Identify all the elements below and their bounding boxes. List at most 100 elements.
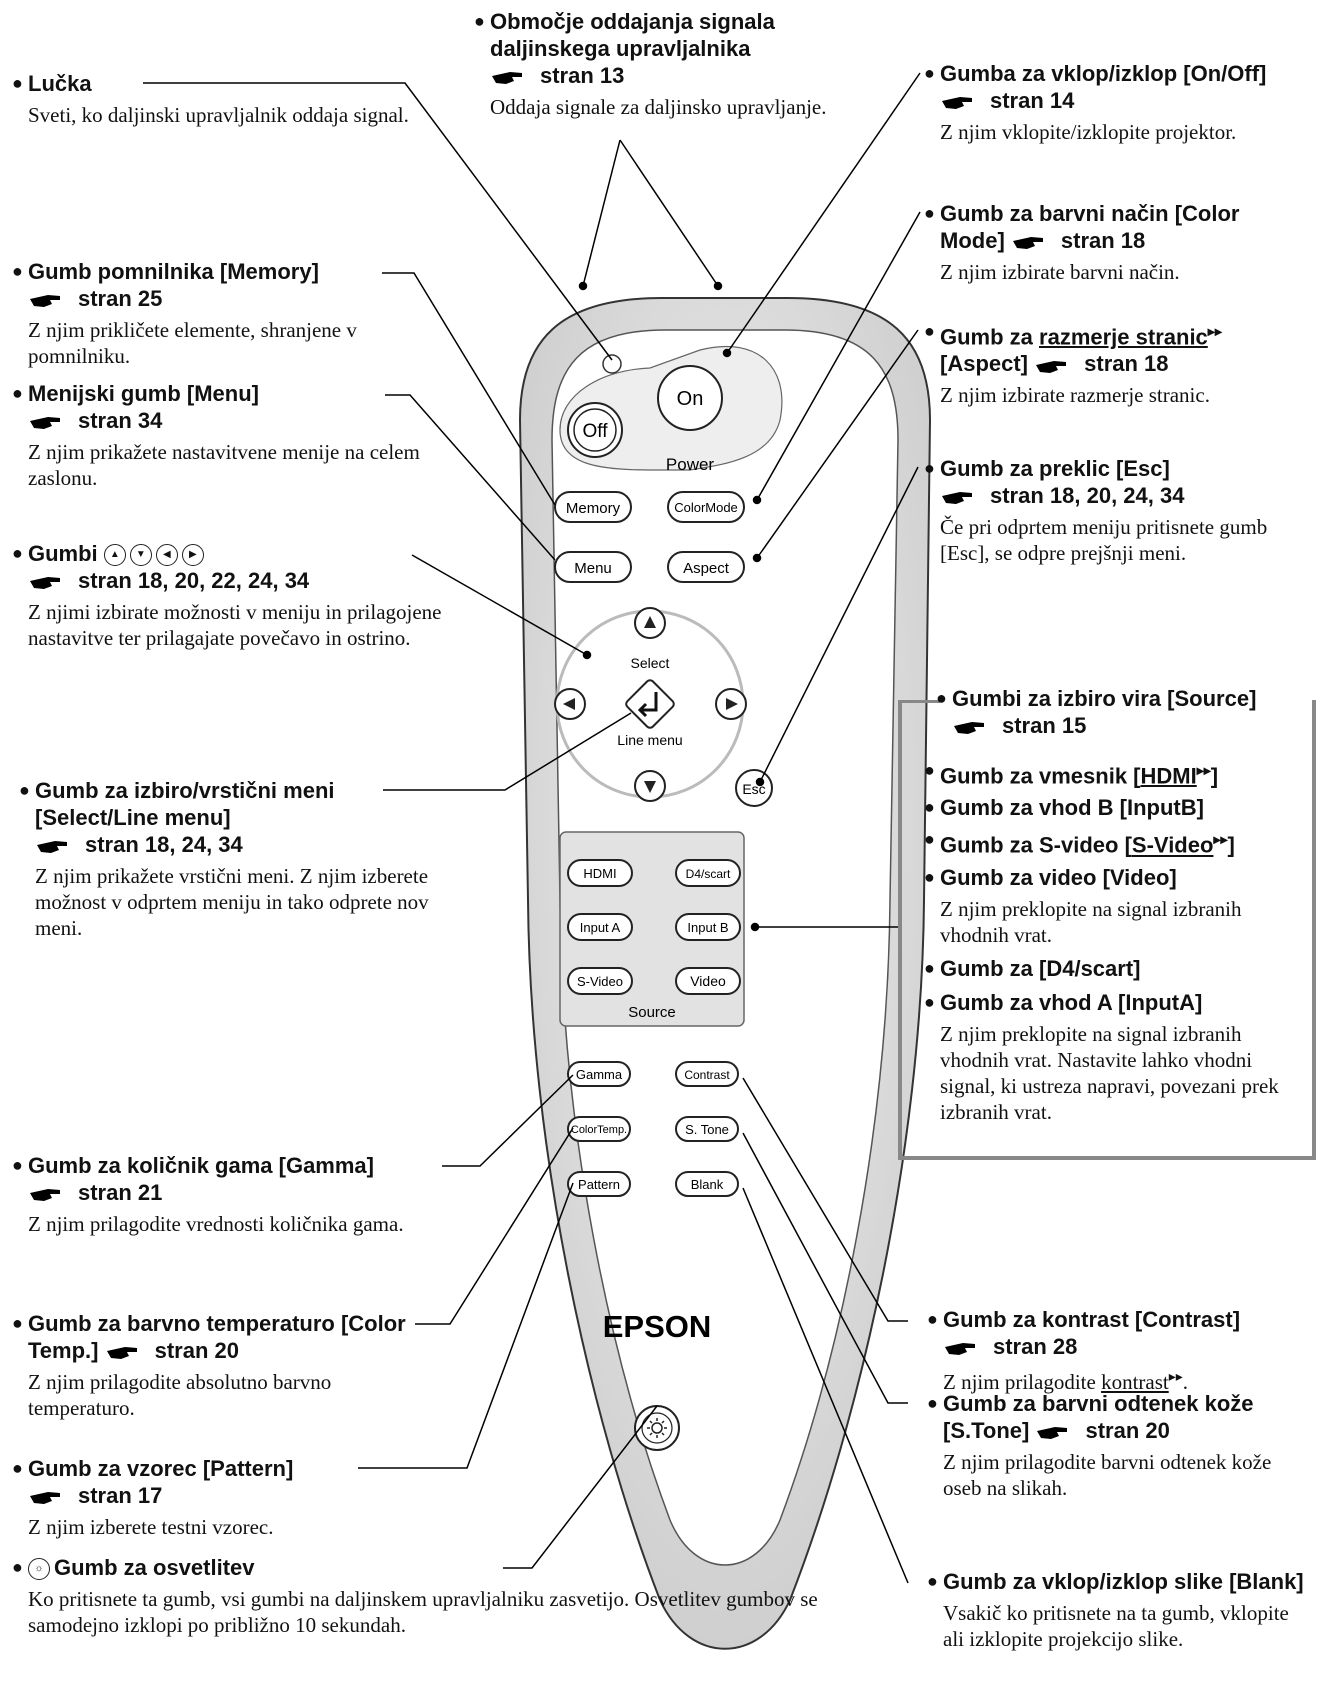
callout-ref: stran 17 [78, 1483, 162, 1508]
callout-color-temp: ●Gumb za barvno temperaturo [Color Temp.… [28, 1310, 428, 1421]
callout-light: ●☼Gumb za osvetlitev Ko pritisnete ta gu… [28, 1554, 848, 1638]
callout-desc: Z njim prikažete vrstični meni. Z njim i… [35, 863, 455, 941]
callout-title: Gumb za količnik gama [Gamma] [28, 1153, 374, 1178]
callout-gamma: ●Gumb za količnik gama [Gamma] stran 21 … [28, 1152, 488, 1237]
down-icon: ▼ [130, 544, 152, 566]
pointing-hand-icon [490, 67, 524, 87]
inputb-title: Gumb za vhod B [InputB] [940, 795, 1204, 820]
blank-button-label: Blank [691, 1177, 724, 1192]
pointing-hand-icon [943, 1338, 977, 1358]
pattern-button-label: Pattern [578, 1177, 620, 1192]
callout-title: Gumb pomnilnika [Memory] [28, 259, 319, 284]
memory-button-label: Memory [566, 500, 621, 517]
glossary-arrow-icon: ▸▸ [1197, 762, 1211, 778]
callout-title: Gumb za kontrast [Contrast] [943, 1307, 1240, 1332]
glossary-arrow-icon: ▸▸ [1208, 323, 1222, 339]
glossary-link[interactable]: S-Video [1132, 833, 1214, 858]
hdmi-post: ] [1211, 763, 1218, 788]
callout-title-pre: Gumb za [940, 324, 1033, 349]
pointing-hand-icon [1011, 232, 1045, 252]
callout-lamp: ●Lučka Sveti, ko daljinski upravljalnik … [28, 70, 428, 128]
glossary-arrow-icon: ▸▸ [1169, 1370, 1183, 1385]
callout-arrows: ●Gumbi ▲▼◀▶ stran 18, 20, 22, 24, 34 Z n… [28, 540, 458, 651]
callout-title: Gumb za vzorec [Pattern] [28, 1456, 293, 1481]
callout-desc: Z njim vklopite/izklopite projektor. [940, 119, 1310, 145]
callout-ref: stran 21 [78, 1180, 162, 1205]
glossary-link[interactable]: HDMI [1141, 763, 1197, 788]
aspect-button-label: Aspect [683, 560, 730, 577]
pointing-hand-icon [28, 412, 62, 432]
callout-desc: Z njim prilagodite vrednosti količnika g… [28, 1211, 488, 1237]
callout-select: ●Gumb za izbiro/vrstični meni [Select/Li… [35, 777, 455, 941]
callout-title: Gumb za izbiro/vrstični meni [Select/Lin… [35, 778, 335, 830]
callout-desc: Ko pritisnete ta gumb, vsi gumbi na dalj… [28, 1586, 848, 1638]
callout-source-items: ●Gumb za vmesnik [HDMI▸▸] ●Gumb za vhod … [940, 757, 1300, 1125]
s-tone-button-label: S. Tone [685, 1122, 729, 1137]
callout-ref: stran 18 [1061, 228, 1145, 253]
callout-title: Menijski gumb [Menu] [28, 381, 259, 406]
callout-signal-area: ●Območje oddajanja signala daljinskega u… [490, 8, 930, 120]
callout-desc: Z njimi izbirate možnosti v meniju in pr… [28, 599, 458, 651]
callout-contrast: ●Gumb za kontrast [Contrast] stran 28 Z … [943, 1306, 1303, 1395]
callout-source: ●Gumbi za izbiro vira [Source] stran 15 [940, 685, 1312, 739]
callout-ref: stran 18, 20, 22, 24, 34 [78, 568, 309, 593]
callout-color-mode: ●Gumb za barvni način [Color Mode] stran… [940, 200, 1300, 285]
callout-desc: Z njim preklopite na signal izbranih vho… [940, 896, 1300, 948]
pointing-hand-icon [1035, 1422, 1069, 1442]
right-icon: ▶ [182, 544, 204, 566]
callout-title: Gumbi za izbiro vira [Source] [952, 686, 1256, 711]
lamp-indicator [603, 355, 621, 373]
video-title: Gumb za video [Video] [940, 865, 1177, 890]
pointing-hand-icon [940, 92, 974, 112]
inputa-title: Gumb za vhod A [InputA] [940, 990, 1202, 1015]
callout-title: Gumba za vklop/izklop [On/Off] [940, 61, 1266, 86]
pointing-hand-icon [28, 572, 62, 592]
callout-aspect: ●Gumb za razmerje stranic▸▸ [Aspect] str… [940, 318, 1310, 408]
color-temp-button-label: ColorTemp. [571, 1124, 627, 1136]
menu-button-label: Menu [574, 560, 612, 577]
callout-blank: ●Gumb za vklop/izklop slike [Blank] Vsak… [943, 1568, 1313, 1652]
callout-title: Gumb za preklic [Esc] [940, 456, 1170, 481]
power-label: Power [666, 455, 715, 474]
pointing-hand-icon [105, 1342, 139, 1362]
glossary-link[interactable]: razmerje stranic [1039, 324, 1208, 349]
callout-title: Gumb za osvetlitev [54, 1555, 255, 1580]
pointing-hand-icon [952, 717, 986, 737]
callout-desc: Z njim prikažete nastavitvene menije na … [28, 439, 438, 491]
select-label: Select [631, 655, 670, 671]
callout-ref: stran 15 [1002, 713, 1086, 738]
callout-power: ●Gumba za vklop/izklop [On/Off] stran 14… [940, 60, 1310, 145]
callout-ref: stran 20 [155, 1338, 239, 1363]
pointing-hand-icon [35, 836, 69, 856]
callout-desc: Z njim prilagodite absolutno barvno temp… [28, 1369, 428, 1421]
callout-desc: Vsakič ko pritisnete na ta gumb, vklopit… [943, 1600, 1313, 1652]
glossary-arrow-icon: ▸▸ [1213, 831, 1227, 847]
gamma-button-label: Gamma [576, 1067, 623, 1082]
left-icon: ◀ [156, 544, 178, 566]
on-button-label: On [677, 388, 704, 410]
pointing-hand-icon [28, 1184, 62, 1204]
pointing-hand-icon [940, 487, 974, 507]
input-b-button-label: Input B [687, 920, 728, 935]
callout-desc: Z njim izbirate razmerje stranic. [940, 382, 1310, 408]
svideo-button-label: S-Video [577, 974, 623, 989]
d4scart-button-label: D4/scart [686, 867, 731, 881]
callout-ref: stran 13 [540, 63, 624, 88]
hdmi-pre: Gumb za vmesnik [ [940, 763, 1141, 788]
callout-desc: Če pri odprtem meniju pritisnete gumb [E… [940, 514, 1310, 566]
callout-title: Gumbi [28, 541, 98, 566]
callout-desc: Z njim izbirate barvni način. [940, 259, 1300, 285]
off-button-label: Off [583, 421, 609, 442]
callout-title-post: [Aspect] [940, 351, 1028, 376]
callout-ref: stran 34 [78, 408, 162, 433]
callout-title: Gumb za vklop/izklop slike [Blank] [943, 1569, 1304, 1594]
svideo-post: ] [1228, 833, 1235, 858]
line-menu-label: Line menu [617, 732, 682, 748]
brand-logo: EPSON [603, 1309, 712, 1344]
callout-esc: ●Gumb za preklic [Esc] stran 18, 20, 24,… [940, 455, 1310, 566]
video-button-label: Video [690, 973, 726, 989]
callout-desc: Oddaja signale za daljinsko upravljanje. [490, 94, 930, 120]
light-icon: ☼ [28, 1558, 50, 1580]
callout-memory: ●Gumb pomnilnika [Memory] stran 25 Z nji… [28, 258, 438, 369]
callout-desc: Z njim preklopite na signal izbranih vho… [940, 1021, 1300, 1125]
